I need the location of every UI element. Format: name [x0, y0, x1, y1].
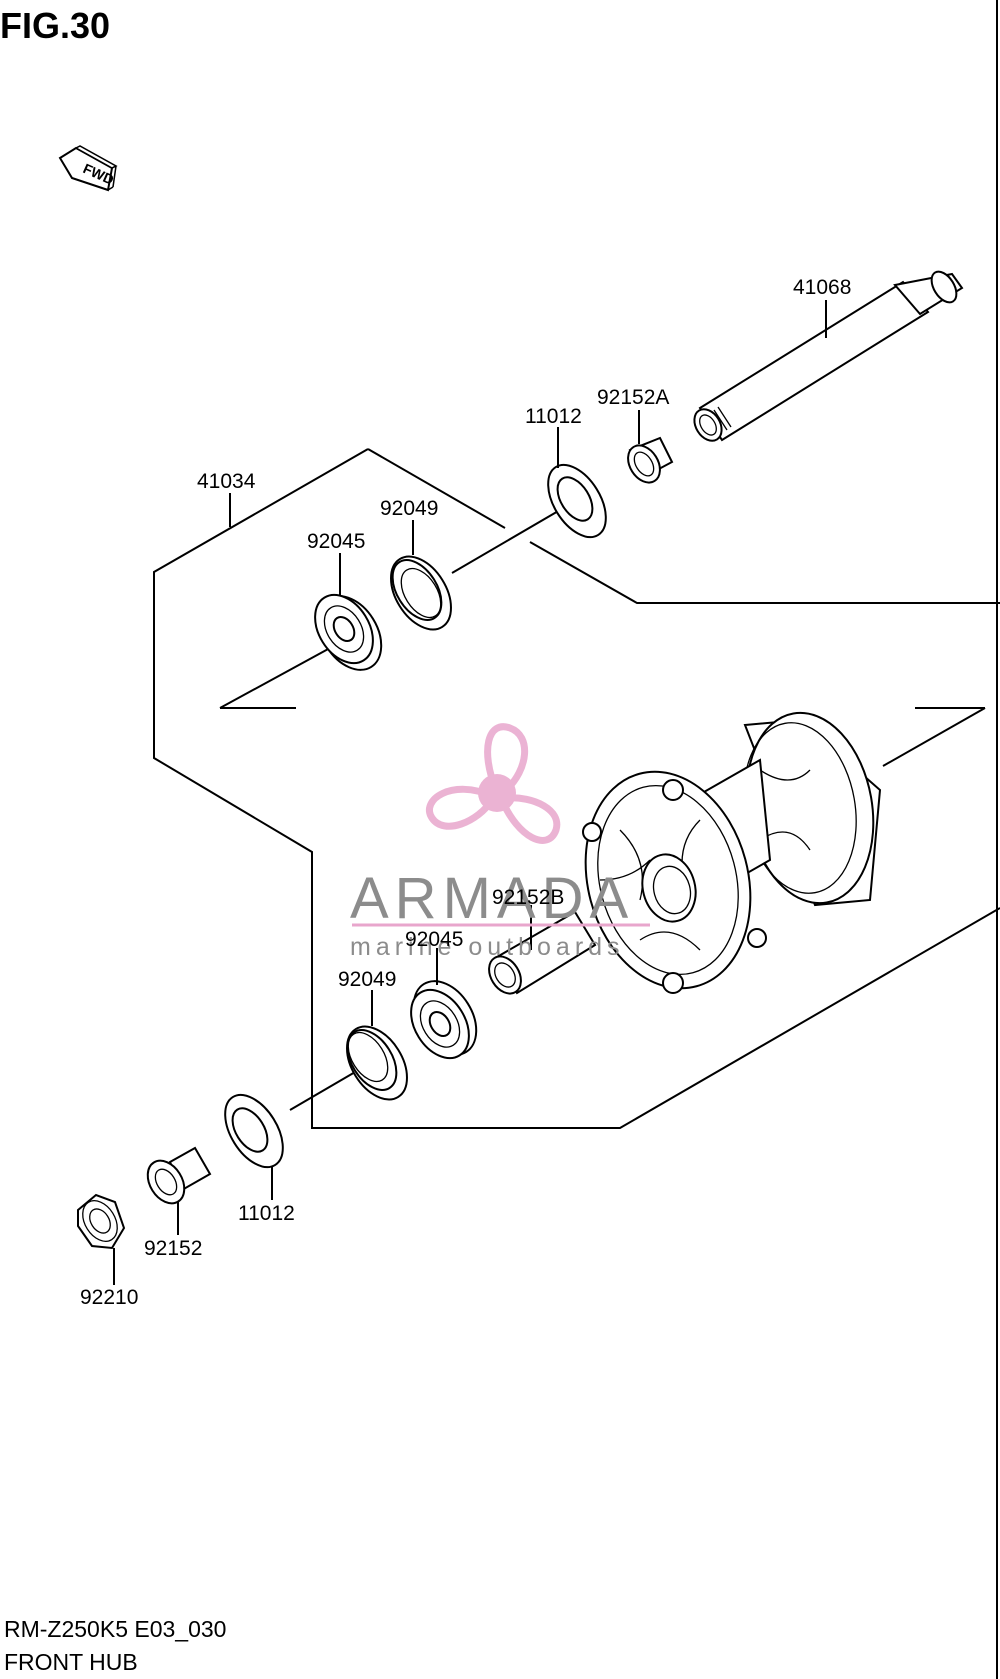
propeller-logo-icon [426, 723, 561, 844]
seal-11012-top [547, 463, 607, 539]
axis-line-right-diag [882, 707, 986, 767]
watermark: ARMADA marine outboards [350, 723, 650, 961]
part-label-11012-bottom: 11012 [238, 1202, 295, 1225]
watermark-brand: ARMADA [350, 866, 634, 931]
collar-92152 [146, 1146, 212, 1205]
bearing-92045-top [314, 593, 383, 671]
collar-92152a [627, 436, 674, 484]
part-label-92045-bottom: 92045 [405, 928, 463, 951]
watermark-tagline: marine outboards [350, 933, 625, 961]
model-code: RM-Z250K5 E03_030 [4, 1616, 226, 1642]
part-label-41034: 41034 [197, 470, 256, 493]
part-label-92152b: 92152B [492, 886, 564, 909]
assembly-outline-upper [367, 448, 506, 529]
axis-line [289, 1067, 363, 1111]
part-label-92045-top: 92045 [307, 530, 365, 553]
spacer-92152b [488, 910, 597, 995]
figure-title: FIG.30 [0, 5, 110, 46]
fwd-arrow-icon: FWD [58, 145, 118, 192]
part-label-92049-top: 92049 [380, 497, 438, 520]
section-name: FRONT HUB [4, 1649, 138, 1675]
front-hub-part [582, 711, 882, 994]
axis-line [219, 647, 331, 709]
part-label-92152: 92152 [144, 1237, 202, 1260]
part-label-41068: 41068 [793, 276, 851, 299]
nut-92210 [77, 1193, 126, 1250]
seal-92049-bottom [346, 1025, 408, 1101]
part-label-92152a: 92152A [597, 386, 669, 409]
assembly-outline-right [529, 541, 1000, 604]
part-label-92049-bottom: 92049 [338, 968, 396, 991]
seal-11012-bottom [224, 1093, 284, 1169]
axle-part [693, 270, 964, 442]
part-label-11012-top: 11012 [525, 405, 582, 428]
bearing-92045-bottom [410, 980, 478, 1060]
part-label-92210: 92210 [80, 1286, 138, 1309]
seal-92049-top [390, 555, 452, 631]
axis-line [451, 509, 561, 574]
assembly-outline [153, 448, 1000, 1129]
